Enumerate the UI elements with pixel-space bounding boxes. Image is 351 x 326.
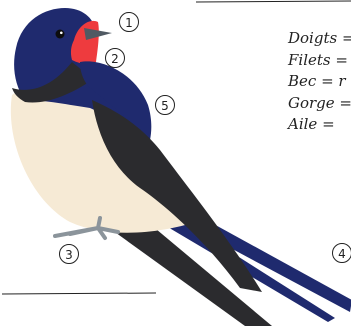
legend-item-aile: Aile = [288, 114, 351, 136]
legend-item-filets: Filets = [288, 50, 351, 72]
legend-item-doigts: Doigts = [288, 28, 351, 50]
callout-tail: 4 [332, 243, 351, 263]
bottom-rule [2, 293, 156, 294]
callout-toes: 3 [59, 244, 79, 264]
bird-eye [56, 30, 65, 39]
callout-wing: 5 [155, 95, 175, 115]
callout-beak: 1 [119, 12, 139, 32]
legend-item-gorge: Gorge = [288, 93, 351, 115]
legend-item-bec: Bec = r [288, 71, 351, 93]
callout-throat: 2 [105, 48, 125, 68]
parts-legend: Doigts = Filets = Bec = r Gorge = Aile = [288, 28, 351, 136]
top-rule [196, 1, 351, 2]
bird-eye-highlight [60, 32, 63, 35]
